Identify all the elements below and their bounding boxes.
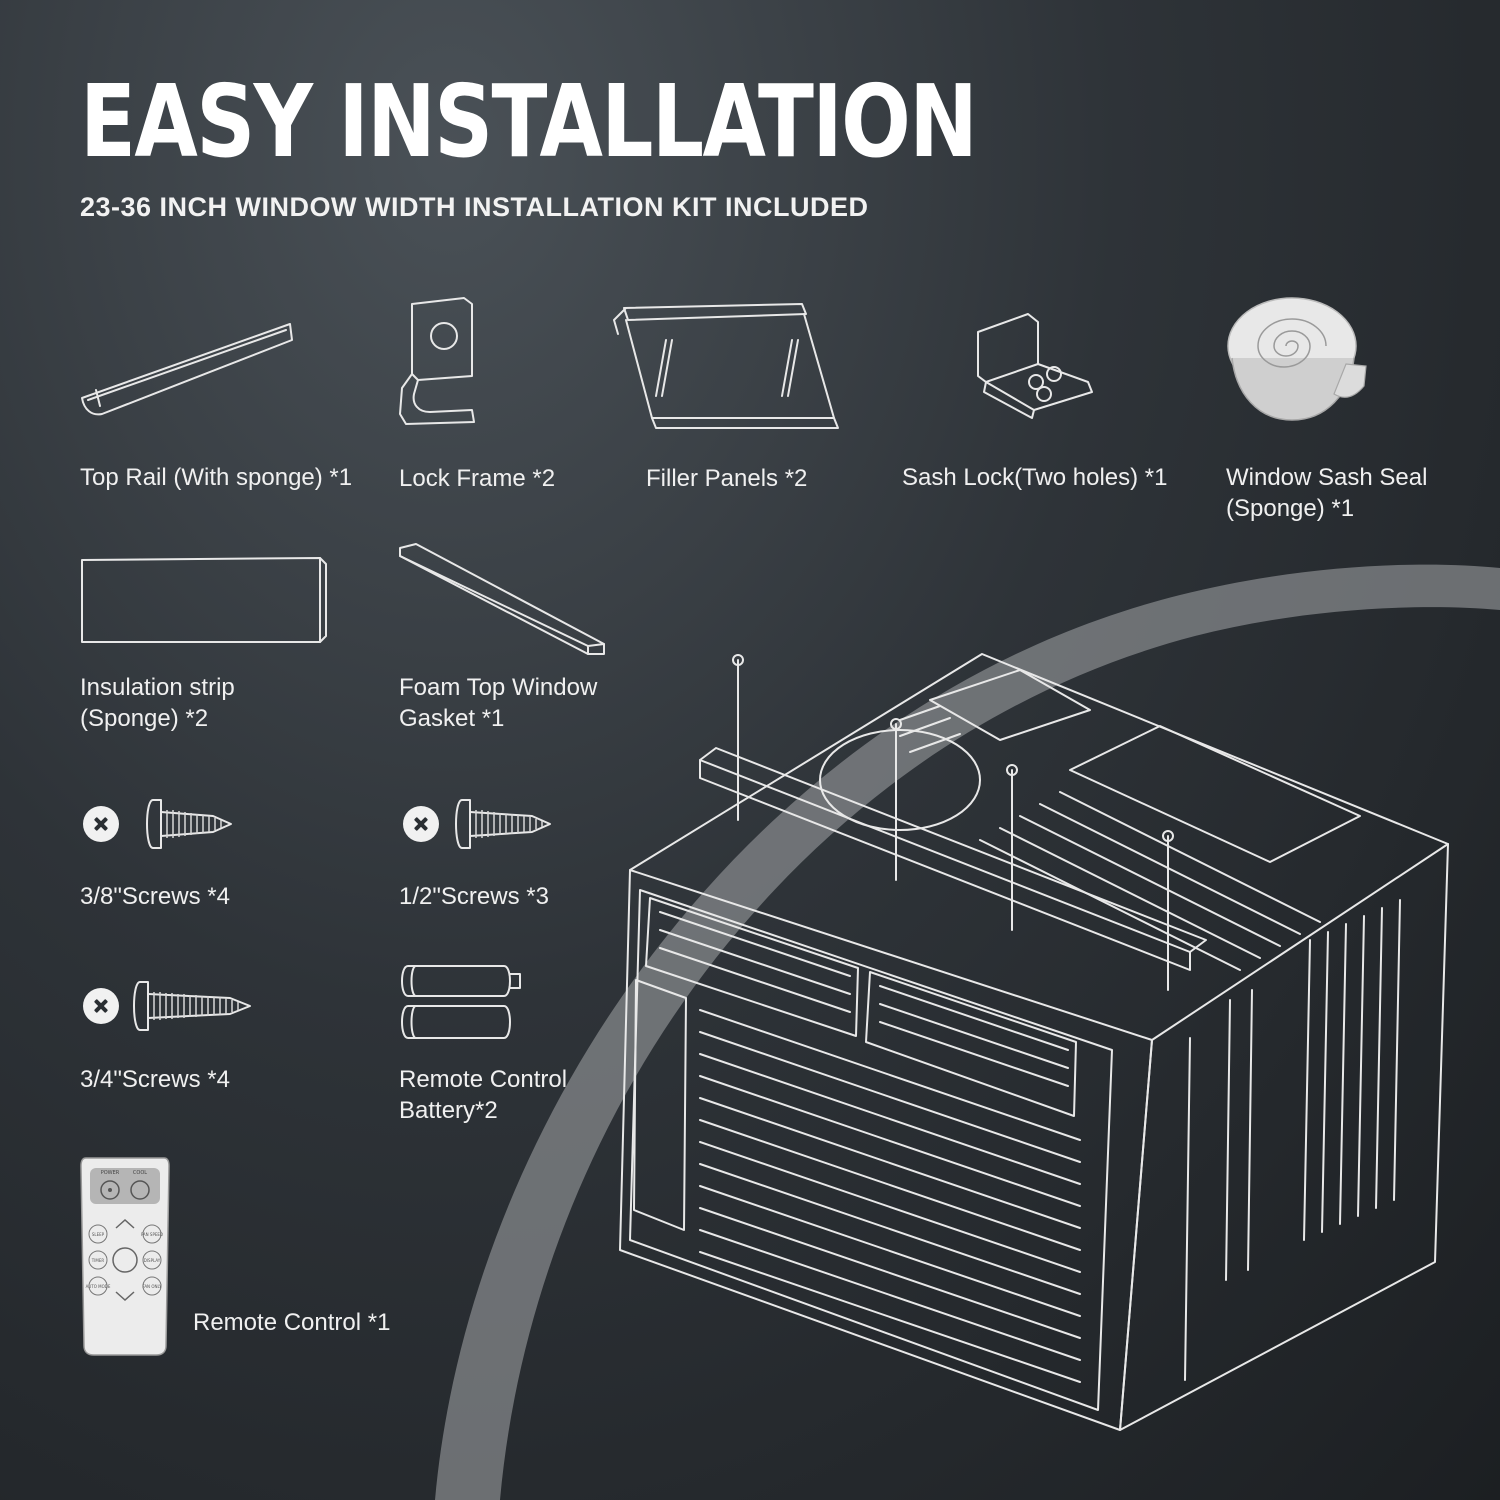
remote-fan-only-label: FAN ONLY: [142, 1284, 162, 1289]
remote-cool-label: COOL: [133, 1170, 147, 1176]
filler-panels-icon: [612, 300, 842, 435]
remote-sleep-label: SLEEP: [92, 1232, 105, 1237]
lock-frame-icon: [398, 296, 488, 426]
label-filler-panels: Filler Panels *2: [646, 465, 808, 492]
label-screws-1-2: 1/2"Screws *3: [399, 883, 549, 910]
label-screws-3-4: 3/4"Screws *4: [80, 1066, 230, 1093]
remote-display-label: DISPLAY: [144, 1258, 161, 1263]
label-sash-lock: Sash Lock(Two holes) *1: [902, 464, 1168, 491]
phillips-head-icon: [83, 806, 119, 842]
top-rail-icon: [80, 320, 295, 420]
page-subtitle: 23-36 INCH WINDOW WIDTH INSTALLATION KIT…: [80, 192, 869, 222]
remote-control-icon: POWER COOL SLEEP FAN SPEED TIMER DISPLAY…: [80, 1156, 170, 1356]
screw-icon: [452, 798, 552, 850]
sponge-roll-icon: [1226, 294, 1371, 424]
label-window-sash-seal: Window Sash Seal (Sponge) *1: [1226, 464, 1428, 522]
battery-icon: [398, 962, 526, 1044]
screw-icon: [130, 980, 252, 1032]
remote-auto-mode-label: AUTO MODE: [86, 1284, 111, 1289]
remote-fan-speed-label: FAN SPEED: [141, 1232, 163, 1237]
label-insulation-strip: Insulation strip (Sponge) *2: [80, 674, 235, 732]
screw-icon: [143, 798, 233, 850]
label-screws-3-8: 3/8"Screws *4: [80, 883, 230, 910]
label-remote-battery: Remote Control Battery*2: [399, 1066, 568, 1124]
label-foam-gasket: Foam Top Window Gasket *1: [399, 674, 598, 732]
foam-gasket-icon: [398, 542, 608, 657]
label-top-rail: Top Rail (With sponge) *1: [80, 464, 353, 491]
insulation-strip-icon: [80, 556, 330, 646]
sash-lock-icon: [974, 312, 1094, 417]
phillips-head-icon: [403, 806, 439, 842]
air-conditioner-illustration: [600, 640, 1460, 1430]
remote-power-label: POWER: [101, 1170, 120, 1176]
page-title: EASY INSTALLATION: [80, 63, 978, 180]
phillips-head-icon: [83, 988, 119, 1024]
label-lock-frame: Lock Frame *2: [399, 465, 556, 492]
remote-timer-label: TIMER: [91, 1258, 105, 1263]
label-remote-control: Remote Control *1: [193, 1309, 391, 1336]
